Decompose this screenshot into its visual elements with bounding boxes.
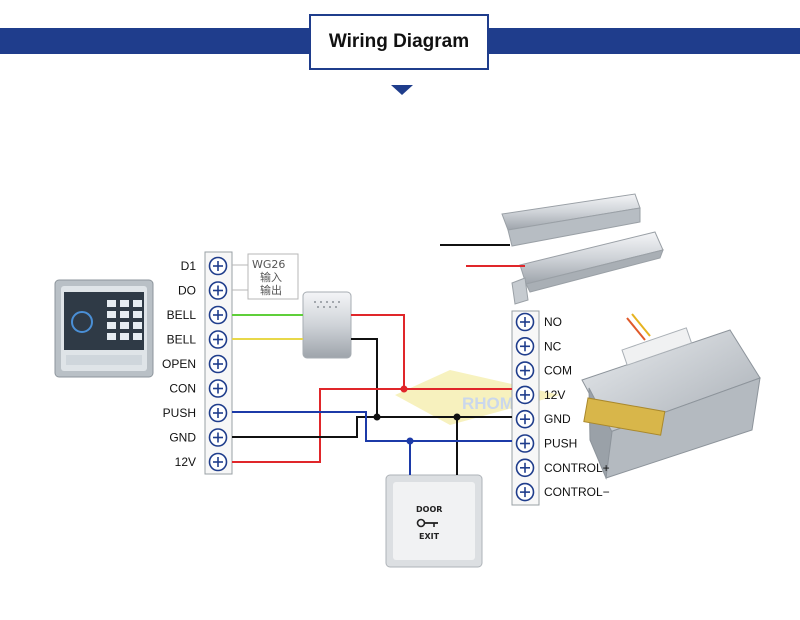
doorbell bbox=[302, 291, 352, 359]
plus-terminal-icon bbox=[208, 330, 228, 349]
title-pointer-icon bbox=[391, 85, 413, 95]
right-terminal-label: PUSH bbox=[544, 437, 577, 451]
left-terminal-label: CON bbox=[169, 382, 196, 396]
right-terminal-label: 12V bbox=[544, 388, 565, 402]
plus-terminal-icon bbox=[515, 361, 535, 380]
door-label: DOOR bbox=[416, 505, 442, 514]
right-terminal-label: CONTROL+ bbox=[544, 461, 610, 475]
plus-terminal-icon bbox=[208, 379, 228, 398]
left-terminal-label: OPEN bbox=[162, 357, 196, 371]
plus-terminal-icon bbox=[208, 256, 228, 276]
plus-terminal-icon bbox=[208, 428, 228, 447]
wg26-label: WG26 bbox=[252, 258, 285, 271]
wire-open-red bbox=[351, 314, 405, 389]
psu-terminal-strip bbox=[583, 397, 666, 436]
plus-terminal-icon bbox=[515, 336, 535, 356]
plus-terminal-icon bbox=[208, 281, 228, 300]
left-terminal-label: GND bbox=[169, 431, 196, 445]
keypad-keys bbox=[107, 300, 142, 340]
wire-junctions bbox=[373, 385, 461, 445]
plus-terminal-icon bbox=[208, 452, 228, 472]
right-terminal-label: CONTROL− bbox=[544, 485, 610, 499]
plus-terminal-icon bbox=[208, 305, 228, 325]
wire-gnd-black bbox=[232, 416, 512, 438]
plus-terminal-icon bbox=[208, 403, 228, 423]
left-terminal-label: DO bbox=[178, 284, 196, 298]
magnetic-lock bbox=[501, 193, 641, 247]
right-terminal-label: NO bbox=[544, 315, 562, 329]
wg26-input-label: 输入 bbox=[260, 270, 282, 284]
right-terminal-label: GND bbox=[544, 412, 571, 426]
left-terminal-label: PUSH bbox=[163, 406, 196, 420]
plus-terminal-icon bbox=[515, 385, 535, 405]
wire-12v-red bbox=[232, 388, 404, 463]
wg26-box: WG26 输入 输出 bbox=[232, 253, 299, 300]
key-icon bbox=[416, 518, 438, 528]
left-terminal-label: BELL bbox=[167, 308, 197, 322]
page-title: Wiring Diagram bbox=[309, 14, 489, 70]
bolt-lock bbox=[511, 231, 664, 305]
left-terminal-label: D1 bbox=[181, 259, 197, 273]
right-terminal-label: NC bbox=[544, 339, 562, 353]
wire-open-black bbox=[351, 338, 378, 417]
plus-terminal-icon bbox=[515, 458, 535, 478]
left-terminal-label: BELL bbox=[167, 333, 197, 347]
exit-label: EXIT bbox=[419, 532, 440, 541]
left-terminal-label: 12V bbox=[175, 455, 196, 469]
plus-terminal-icon bbox=[515, 312, 535, 332]
plus-terminal-icon bbox=[515, 409, 535, 429]
plus-terminal-icon bbox=[515, 482, 535, 502]
watermark: RHOM bbox=[395, 370, 560, 425]
right-terminal-label: COM bbox=[544, 364, 572, 378]
wire-push-blue bbox=[232, 411, 512, 442]
power-supply bbox=[581, 313, 761, 480]
keypad-reader bbox=[54, 279, 154, 378]
wires bbox=[232, 244, 525, 475]
wg26-output-label: 输出 bbox=[260, 283, 282, 297]
exit-button: DOOR EXIT bbox=[385, 474, 483, 568]
svg-text:RHOM: RHOM bbox=[462, 394, 514, 413]
plus-terminal-icon bbox=[515, 434, 535, 453]
plus-terminal-icon bbox=[208, 354, 228, 374]
